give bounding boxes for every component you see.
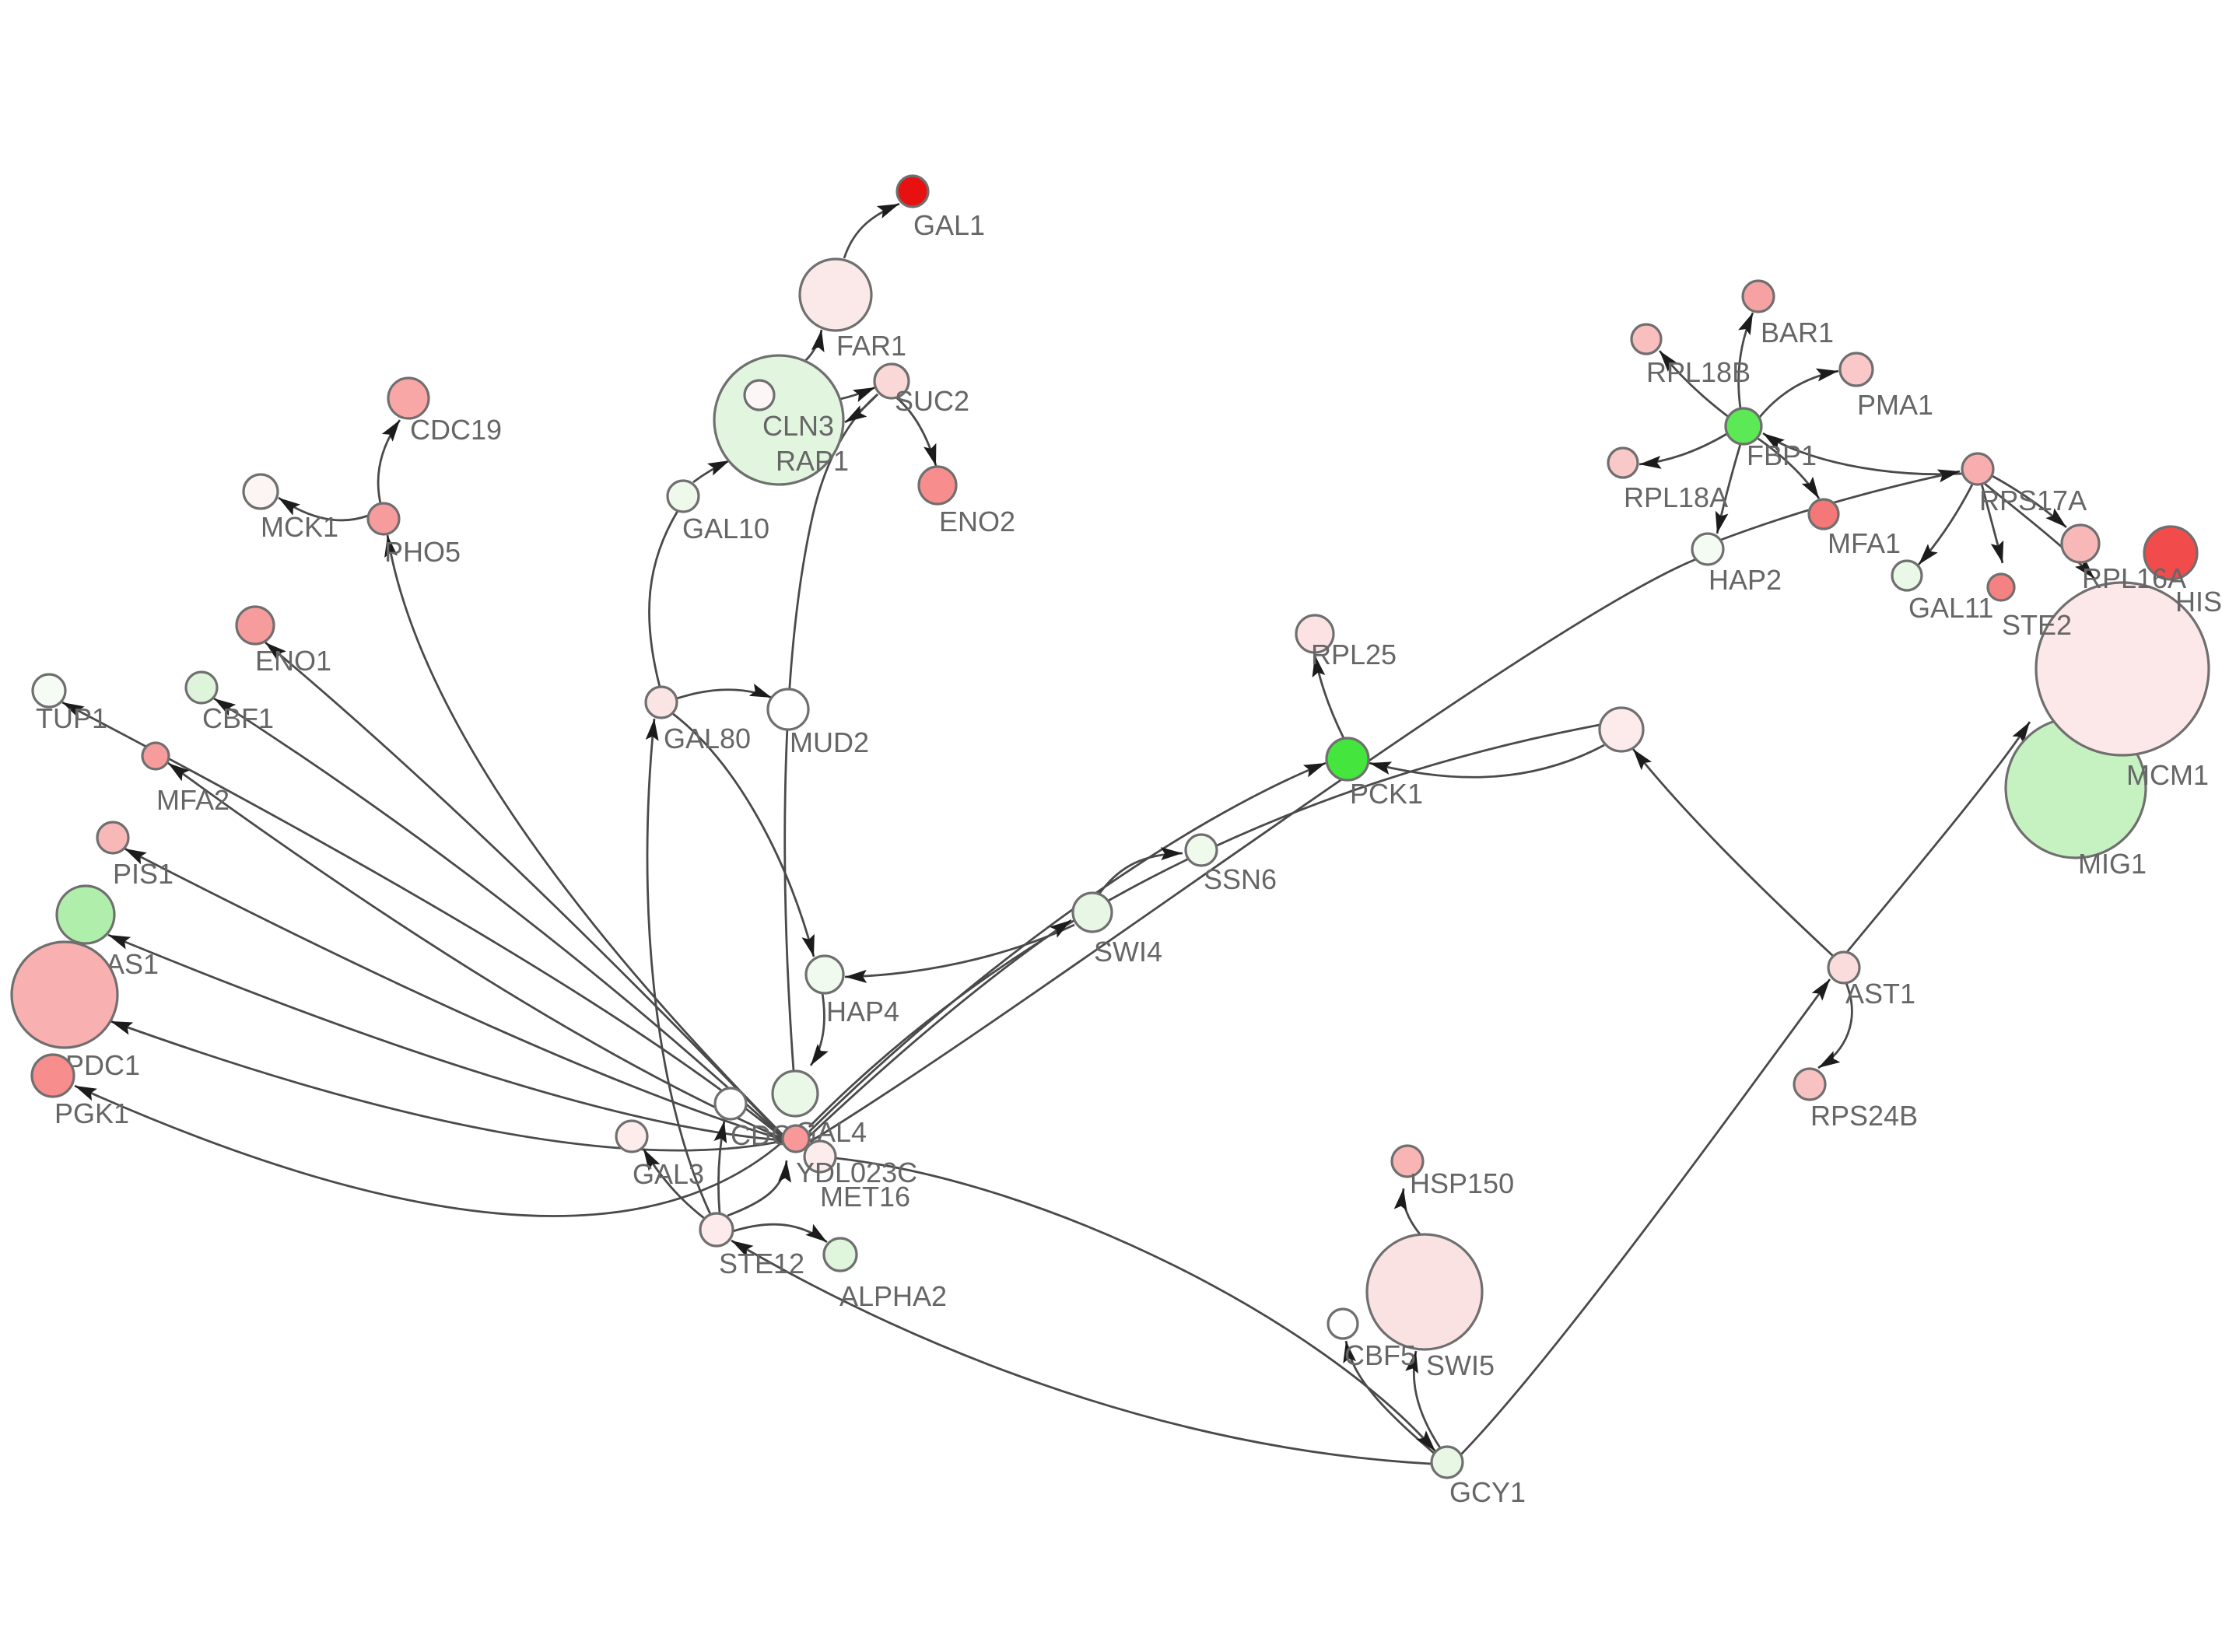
svg-text:GAL1: GAL1 xyxy=(913,209,985,241)
svg-text:FBP1: FBP1 xyxy=(1747,439,1817,471)
svg-text:RPL16A: RPL16A xyxy=(2082,562,2186,594)
svg-text:YDL023C: YDL023C xyxy=(796,1157,917,1188)
svg-text:CLN3: CLN3 xyxy=(762,410,834,442)
svg-text:GCY1: GCY1 xyxy=(1449,1476,1526,1508)
svg-text:MFA1: MFA1 xyxy=(1828,527,1901,559)
svg-text:TUP1: TUP1 xyxy=(36,702,107,734)
svg-text:FAR1: FAR1 xyxy=(836,330,906,362)
svg-text:CDC19: CDC19 xyxy=(410,414,502,446)
svg-text:GAL10: GAL10 xyxy=(682,513,769,544)
svg-text:PMA1: PMA1 xyxy=(1857,389,1933,421)
svg-text:STE12: STE12 xyxy=(719,1248,804,1279)
svg-text:PGK1: PGK1 xyxy=(54,1097,129,1129)
svg-text:GAL3: GAL3 xyxy=(633,1158,704,1190)
svg-text:RPL25: RPL25 xyxy=(1311,639,1397,670)
svg-text:MIG1: MIG1 xyxy=(2078,848,2147,880)
svg-text:RPL18A: RPL18A xyxy=(1624,481,1728,513)
svg-text:RPL18B: RPL18B xyxy=(1646,356,1751,388)
svg-text:SUC2: SUC2 xyxy=(895,385,969,417)
svg-text:RPS24B: RPS24B xyxy=(1810,1100,1918,1132)
svg-text:MET16: MET16 xyxy=(820,1181,910,1213)
svg-text:HIS4: HIS4 xyxy=(2175,586,2222,618)
svg-text:GAL11: GAL11 xyxy=(1908,592,1993,624)
svg-text:ENO1: ENO1 xyxy=(255,645,331,677)
svg-text:PHO5: PHO5 xyxy=(384,536,461,568)
svg-text:CBF1: CBF1 xyxy=(202,702,274,734)
svg-text:MCK1: MCK1 xyxy=(261,511,338,543)
svg-text:AST1: AST1 xyxy=(1845,978,1915,1010)
svg-text:BAR1: BAR1 xyxy=(1761,317,1834,348)
svg-text:SSN6: SSN6 xyxy=(1204,863,1277,895)
svg-text:SWI4: SWI4 xyxy=(1094,936,1162,968)
svg-text:PCK1: PCK1 xyxy=(1350,778,1423,810)
svg-text:STE2: STE2 xyxy=(2002,609,2072,641)
svg-text:ALPHA2: ALPHA2 xyxy=(839,1280,947,1312)
svg-text:PDC1: PDC1 xyxy=(65,1049,140,1081)
svg-text:MFA2: MFA2 xyxy=(156,784,230,816)
svg-text:RPS17A: RPS17A xyxy=(1979,485,2087,516)
svg-text:HAP2: HAP2 xyxy=(1709,564,1782,596)
svg-text:ENO2: ENO2 xyxy=(939,506,1015,537)
svg-text:HAP4: HAP4 xyxy=(826,996,899,1027)
svg-text:MCM1: MCM1 xyxy=(2126,759,2209,791)
svg-text:PIS1: PIS1 xyxy=(113,858,173,890)
svg-text:MUD2: MUD2 xyxy=(790,726,869,758)
svg-text:HSP150: HSP150 xyxy=(1410,1167,1514,1199)
svg-text:CBF5: CBF5 xyxy=(1344,1339,1416,1371)
svg-text:SWI5: SWI5 xyxy=(1426,1349,1495,1381)
svg-text:RAP1: RAP1 xyxy=(776,445,849,477)
svg-text:GAL80: GAL80 xyxy=(664,723,751,754)
